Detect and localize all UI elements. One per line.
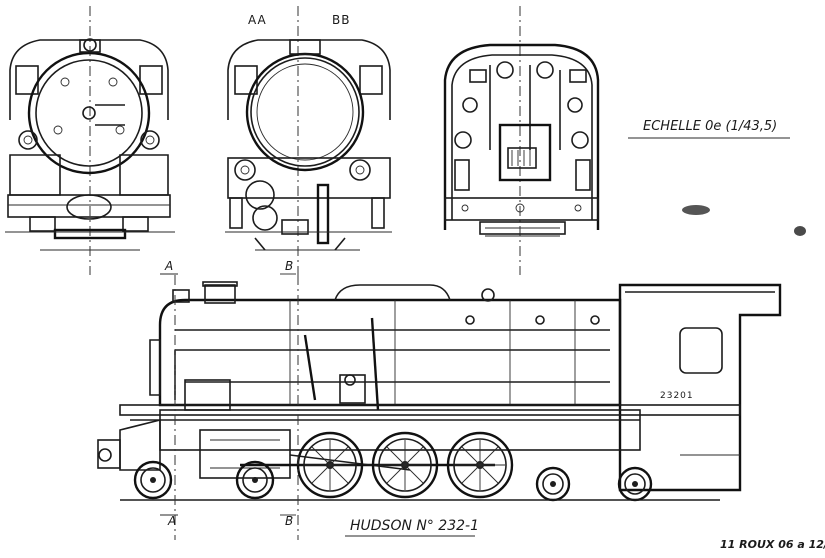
scan-smudge	[682, 205, 806, 236]
wheel-set	[120, 431, 720, 502]
front-view	[5, 6, 175, 275]
section-view-aa-bb	[225, 6, 392, 275]
leading-wheel	[133, 460, 173, 500]
author-date: 11 ROUX 06 a 12/03	[720, 538, 825, 551]
section-marker-b-bottom: B	[285, 514, 293, 528]
section-label-bb: BB	[332, 13, 350, 27]
leading-wheel-2	[235, 460, 275, 500]
side-elevation: 23201	[97, 281, 782, 492]
section-marker-b-top: B	[285, 259, 293, 273]
cab-view	[443, 6, 600, 275]
section-label-aa: AA	[248, 13, 267, 27]
trailing-wheel-2	[617, 466, 653, 502]
trailing-wheel-1	[535, 466, 571, 502]
driving-wheel-3	[446, 431, 514, 499]
section-marker-a-top: A	[164, 259, 173, 273]
driving-wheel-1	[296, 431, 364, 499]
driving-wheel-2	[371, 431, 439, 499]
section-marker-a-bottom: A	[167, 514, 176, 528]
drawing-title: HUDSON N° 232-1	[350, 518, 479, 534]
engine-number: 23201	[660, 391, 694, 401]
scale-label: ECHELLE 0e (1/43,5)	[643, 119, 777, 134]
